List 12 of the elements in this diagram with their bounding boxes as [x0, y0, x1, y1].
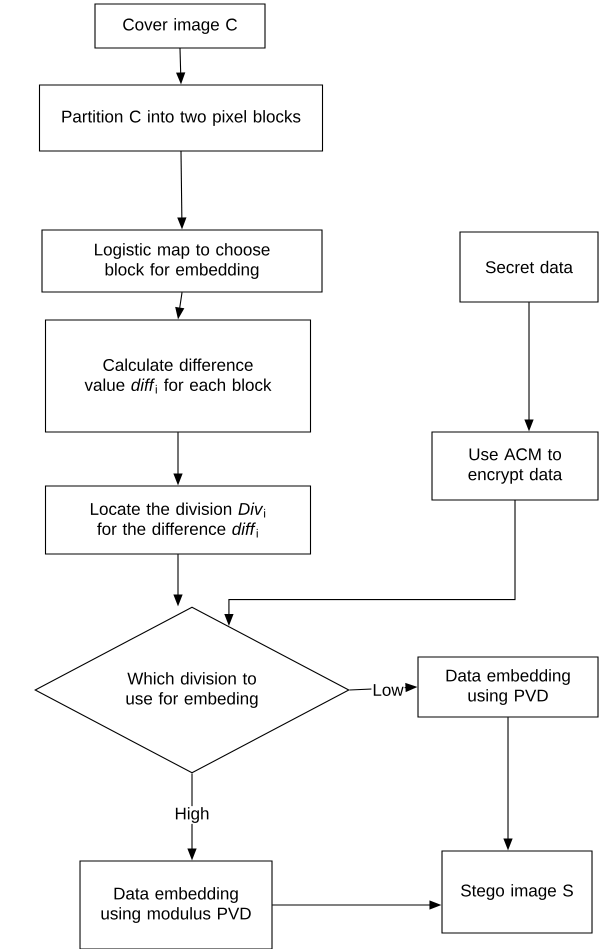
process-box: Locate the division Div$_{i}$ for the difference diff$_{i}$: [44, 485, 312, 555]
process-box: Secret data: [459, 231, 599, 303]
edge-label: Low: [371, 683, 405, 697]
process-box: Stego image S: [441, 850, 593, 934]
process-box: Calculate difference value diff$_{i}$ for each block: [44, 319, 312, 433]
process-box: Partition C into two pixel blocks: [38, 84, 324, 152]
process-box: Data embedding using PVD: [417, 656, 599, 718]
process-box: Cover image C: [94, 3, 266, 49]
process-box: Data embedding using modulus PVD: [79, 860, 273, 949]
process-box: Use ACM to encrypt data: [431, 431, 599, 501]
edge-label: High: [174, 806, 210, 824]
process-box: Logistic map to choose block for embedding: [41, 229, 323, 293]
